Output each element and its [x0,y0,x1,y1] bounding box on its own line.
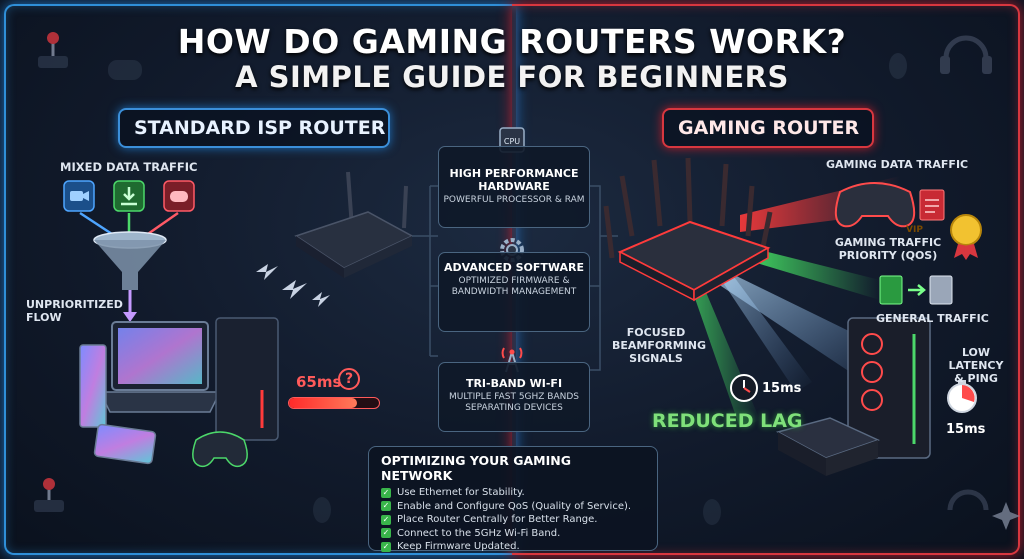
tip-item: ✓Enable and Configure QoS (Quality of Se… [381,500,632,512]
funnel-icon [93,231,167,322]
red-document-icon [919,189,945,221]
cpu-icon-text: CPU [504,137,520,146]
beamforming-label: FOCUSED BEAMFORMING SIGNALS [612,326,706,365]
tip-item: ✓Use Ethernet for Stability. [381,487,525,498]
page-title: HOW DO GAMING ROUTERS WORK? [177,22,847,61]
interference-bolts [256,264,330,307]
joystick-icon [38,32,68,68]
low-latency-label: LOW LATENCY & PING [948,346,1004,385]
feature-software: ADVANCED SOFTWARE OPTIMIZED FIRMWARE & B… [438,252,590,332]
latency-standard: 65ms [296,373,342,391]
download-traffic-icon [113,180,145,212]
left-panel-frame [4,4,516,555]
lag-bar-fill [289,398,357,408]
gaming-pc-icon [847,317,931,459]
check-icon: ✓ [381,501,391,512]
check-icon: ✓ [381,514,391,525]
tip-item: ✓Place Router Centrally for Better Range… [381,514,598,525]
general-traffic-label: GENERAL TRAFFIC [876,312,989,325]
gamepad-icon [108,60,142,80]
mixed-traffic-label: MIXED DATA TRAFFIC [60,160,198,174]
gaming-router-icon [603,157,773,302]
latency-gaming-a: 15ms [762,381,802,396]
lag-bar [288,397,380,409]
latency-gaming-b: 15ms [946,422,986,437]
mouse-icon [889,53,907,79]
vip-badge-icon [950,214,982,260]
game-traffic-icon [163,180,195,212]
feature-triband: TRI-BAND WI-FI MULTIPLE FAST 5GHZ BANDS … [438,362,590,432]
standard-router-heading: STANDARD ISP ROUTER [118,108,390,148]
page-subtitle: A SIMPLE GUIDE FOR BEGINNERS [235,60,789,94]
green-document-icon [879,275,953,305]
tips-list: ✓Use Ethernet for Stability. ✓Enable and… [381,486,645,554]
feature-triband-title: TRI-BAND WI-FI [465,377,563,390]
check-icon: ✓ [381,528,391,539]
headset-icon [940,35,992,74]
console-tower-icon [215,317,279,441]
feature-hardware-desc: POWERFUL PROCESSOR & RAM [443,195,585,205]
priority-label: GAMING TRAFFIC PRIORITY (QoS) [834,236,942,262]
feature-hardware-title: HIGH PERFORMANCE HARDWARE [449,167,579,193]
console-box-icon [775,417,881,476]
gaming-router-heading: GAMING ROUTER [662,108,874,148]
tablet-icon [79,344,107,428]
latency-clock-icon [947,380,977,413]
tips-title: OPTIMIZING YOUR GAMING NETWORK [381,453,571,483]
gaming-traffic-label: GAMING DATA TRAFFIC [826,158,969,171]
tip-item: ✓Keep Firmware Updated. [381,541,520,552]
laptop-icon [98,321,222,413]
feature-hardware: HIGH PERFORMANCE HARDWARE POWERFUL PROCE… [438,146,590,228]
headset-icon-bottom [947,489,1020,530]
feature-software-desc: OPTIMIZED FIRMWARE & BANDWIDTH MANAGEMEN… [451,276,577,297]
tips-panel: OPTIMIZING YOUR GAMING NETWORK ✓Use Ethe… [368,446,658,554]
phone-icon [93,423,157,465]
controller-icon [192,431,248,468]
joystick-icon-bottom [34,478,64,512]
gaming-controller-icon [834,182,916,228]
check-icon: ✓ [381,487,391,498]
tip-item: ✓Connect to the 5GHz Wi-Fi Band. [381,527,561,539]
feature-software-title: ADVANCED SOFTWARE [443,261,585,274]
vip-badge-label: VIP [906,225,923,235]
unprioritized-flow-label: UNPRIORITIZED FLOW [26,298,123,324]
video-traffic-icon [63,180,95,212]
question-mark-icon: ? [338,368,360,390]
reduced-lag-label: REDUCED LAG [652,410,803,432]
right-panel-frame [512,4,1020,555]
check-icon: ✓ [381,541,391,552]
mouse-icon-bottom [313,497,721,525]
standard-router-icon [294,171,414,278]
feature-triband-desc: MULTIPLE FAST 5GHZ BANDS SEPARATING DEVI… [448,392,580,413]
stopwatch-icon [730,374,758,402]
